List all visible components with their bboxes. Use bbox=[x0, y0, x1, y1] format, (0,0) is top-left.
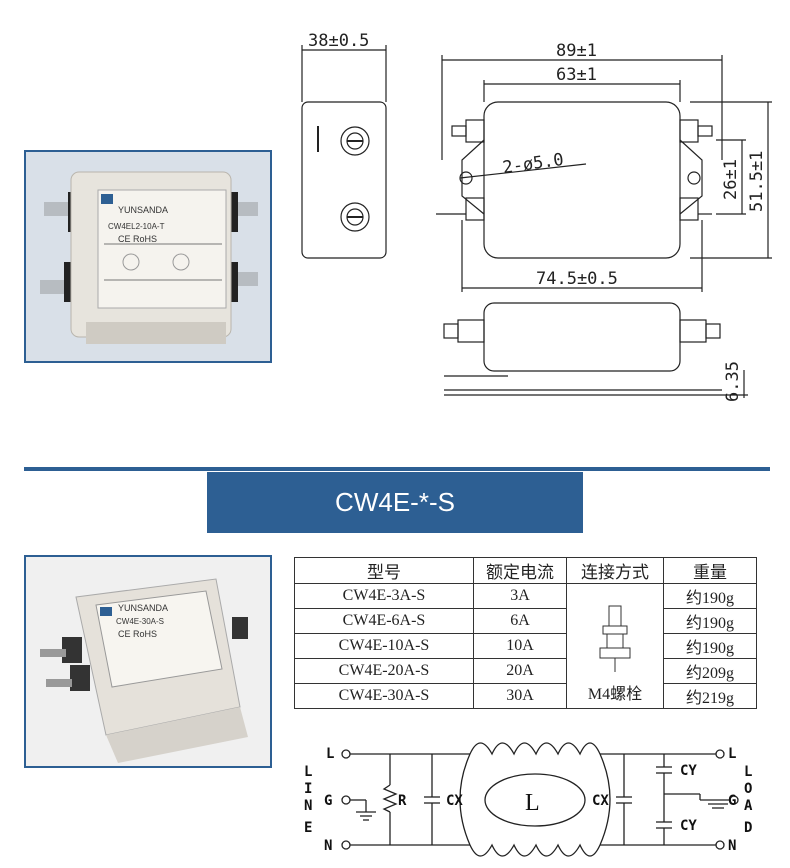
cy-top-label: CY bbox=[680, 763, 697, 779]
terminal-L-out: L bbox=[728, 746, 736, 762]
table-row: CW4E-3A-S 3A M4螺栓 约190g bbox=[294, 583, 757, 709]
terminal-N-in: N bbox=[324, 838, 332, 854]
cell-weight: 约190g bbox=[663, 583, 757, 609]
cell-model: CW4E-3A-S bbox=[294, 583, 474, 609]
cell-current: 3A bbox=[473, 583, 567, 609]
cell-weight: 约209g bbox=[663, 658, 757, 684]
table-row: CW4E-20A-S 20A 约209g bbox=[294, 658, 757, 684]
cell-weight: 约219g bbox=[663, 683, 757, 709]
terminal-N-out: N bbox=[728, 838, 736, 854]
product-photo-bottom: YUNSANDA CW4E-30A-S CE RoHS bbox=[24, 555, 272, 768]
cell-current: 6A bbox=[473, 608, 567, 634]
dim-overall-length: 89±1 bbox=[556, 41, 597, 61]
cell-model: CW4E-30A-S bbox=[294, 683, 474, 709]
dim-flange-height: 6.35 bbox=[723, 361, 743, 402]
svg-text:N: N bbox=[304, 798, 312, 814]
inductor-label: L bbox=[525, 790, 540, 816]
terminal-G-out: G bbox=[728, 793, 736, 809]
svg-text:L: L bbox=[304, 764, 312, 780]
cell-current: 30A bbox=[473, 683, 567, 709]
table-row: CW4E-10A-S 10A 约190g bbox=[294, 633, 757, 659]
header-weight: 重量 bbox=[663, 557, 757, 584]
dim-mount-spacing: 74.5±0.5 bbox=[536, 269, 618, 289]
table-row: CW4E-30A-S 30A 约219g bbox=[294, 683, 757, 709]
svg-text:E: E bbox=[304, 820, 312, 836]
svg-text:D: D bbox=[744, 820, 752, 836]
cell-connection: M4螺栓 bbox=[566, 583, 664, 709]
resistor-label: R bbox=[398, 793, 407, 809]
cx-right-label: CX bbox=[592, 793, 609, 809]
product-photo-top: YUNSANDA CW4EL2-10A-T CE RoHS bbox=[24, 150, 272, 363]
dimension-drawing: 38±0.5 89±1 63±1 2-ø5.0 26±1 51.5±1 74.5… bbox=[301, 31, 772, 402]
svg-text:L: L bbox=[744, 764, 752, 780]
bolt-icon bbox=[599, 605, 631, 672]
connection-label: M4螺栓 bbox=[587, 686, 643, 703]
terminal-G-in: G bbox=[324, 793, 332, 809]
terminal-L-in: L bbox=[326, 746, 334, 762]
cell-model: CW4E-20A-S bbox=[294, 658, 474, 684]
table-row: CW4E-6A-S 6A 约190g bbox=[294, 608, 757, 634]
svg-text:O: O bbox=[744, 781, 752, 797]
photo-marks-label: CE RoHS bbox=[118, 629, 158, 639]
cy-bottom-label: CY bbox=[680, 818, 697, 834]
cell-model: CW4E-6A-S bbox=[294, 608, 474, 634]
cell-current: 20A bbox=[473, 658, 567, 684]
cell-current: 10A bbox=[473, 633, 567, 659]
dim-overall-height: 51.5±1 bbox=[747, 151, 767, 212]
photo-model-label: CW4EL2-10A-T bbox=[108, 222, 165, 231]
header-connection: 连接方式 bbox=[566, 557, 664, 584]
cell-model: CW4E-10A-S bbox=[294, 633, 474, 659]
dim-hole-spacing: 26±1 bbox=[721, 159, 741, 200]
svg-text:A: A bbox=[744, 798, 753, 814]
photo-marks-label: CE RoHS bbox=[118, 234, 158, 244]
cx-left-label: CX bbox=[446, 793, 463, 809]
header-current: 额定电流 bbox=[473, 557, 567, 584]
header-model: 型号 bbox=[294, 557, 474, 584]
photo-brand-label: YUNSANDA bbox=[118, 205, 169, 215]
dim-holes: 2-ø5.0 bbox=[501, 150, 565, 178]
spec-table: 型号 额定电流 连接方式 重量 CW4E-3A-S 3A M4螺栓 约190g … bbox=[294, 557, 757, 709]
table-header-row: 型号 额定电流 连接方式 重量 bbox=[294, 557, 757, 584]
cell-weight: 约190g bbox=[663, 633, 757, 659]
section-title: CW4E-*-S bbox=[207, 472, 583, 533]
dim-side-width: 38±0.5 bbox=[308, 31, 369, 51]
section-divider bbox=[24, 467, 770, 471]
photo-model-label: CW4E-30A-S bbox=[116, 617, 165, 626]
dim-body-length: 63±1 bbox=[556, 65, 597, 85]
photo-brand-label: YUNSANDA bbox=[118, 603, 169, 613]
cell-weight: 约190g bbox=[663, 608, 757, 634]
svg-text:I: I bbox=[304, 781, 312, 797]
